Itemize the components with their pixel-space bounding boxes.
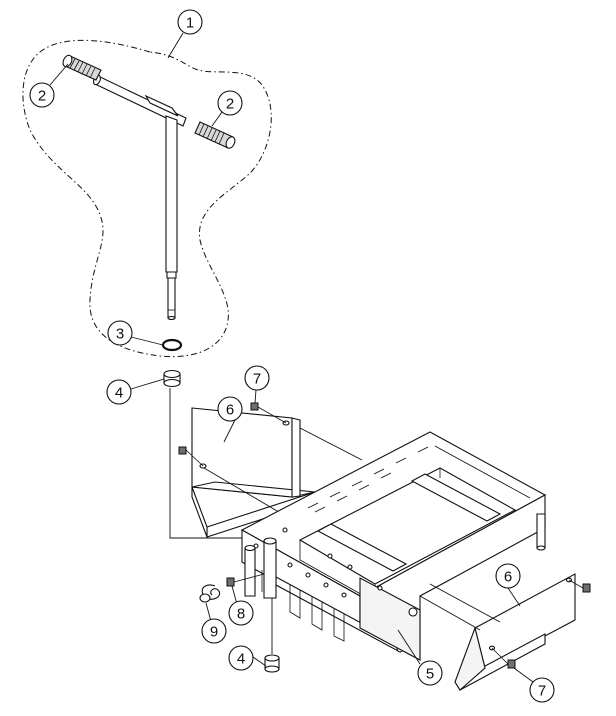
t-handle [93, 74, 187, 321]
screw-upper-left [178, 446, 204, 467]
svg-text:2: 2 [226, 96, 234, 113]
svg-text:4: 4 [237, 651, 245, 668]
callout-9: 9 [201, 618, 227, 644]
svg-text:5: 5 [426, 666, 434, 683]
right-grip [194, 121, 236, 149]
bracket-upper [191, 407, 316, 538]
screw-side [226, 573, 265, 587]
spring-clip [199, 584, 221, 603]
callout-4-lower: 4 [228, 645, 254, 671]
callout-2-left: 2 [29, 82, 55, 108]
leader-bracket-frame-a [299, 427, 363, 461]
callout-1: 1 [177, 9, 203, 35]
svg-text:6: 6 [504, 569, 512, 586]
svg-text:2: 2 [38, 88, 46, 105]
svg-text:7: 7 [253, 371, 261, 388]
svg-text:8: 8 [237, 606, 245, 623]
screw-upper-right [250, 402, 287, 424]
callout-5: 5 [417, 660, 443, 686]
screw-lower-right [568, 579, 591, 593]
svg-text:3: 3 [116, 326, 124, 343]
callout-7-upper: 7 [244, 365, 270, 391]
left-grip [62, 54, 102, 81]
o-ring [161, 338, 183, 352]
leader-bracket-frame-d [429, 583, 501, 623]
callout-8: 8 [228, 600, 254, 626]
screw-lower-left [491, 647, 516, 669]
svg-text:1: 1 [186, 15, 194, 32]
callout-6-upper: 6 [217, 396, 243, 422]
bracket-lower [454, 573, 576, 691]
svg-text:4: 4 [115, 385, 123, 402]
bushing-lower [264, 598, 280, 673]
leader-bracket-frame-c [419, 595, 481, 631]
svg-text:6: 6 [226, 402, 234, 419]
callout-2-right: 2 [217, 90, 243, 116]
svg-text:9: 9 [210, 624, 218, 641]
callout-6-lower: 6 [495, 563, 521, 589]
frame-post [244, 537, 277, 599]
callout-3: 3 [107, 320, 133, 346]
handle-assembly-boundary [22, 39, 272, 358]
main-frame [240, 431, 547, 661]
bushing-upper [163, 369, 181, 388]
assembly-leader-bushing [169, 388, 244, 539]
svg-text:7: 7 [538, 683, 546, 700]
callout-4-upper: 4 [106, 379, 132, 405]
callout-7-lower: 7 [529, 677, 555, 703]
callout-leaders [49, 32, 534, 683]
